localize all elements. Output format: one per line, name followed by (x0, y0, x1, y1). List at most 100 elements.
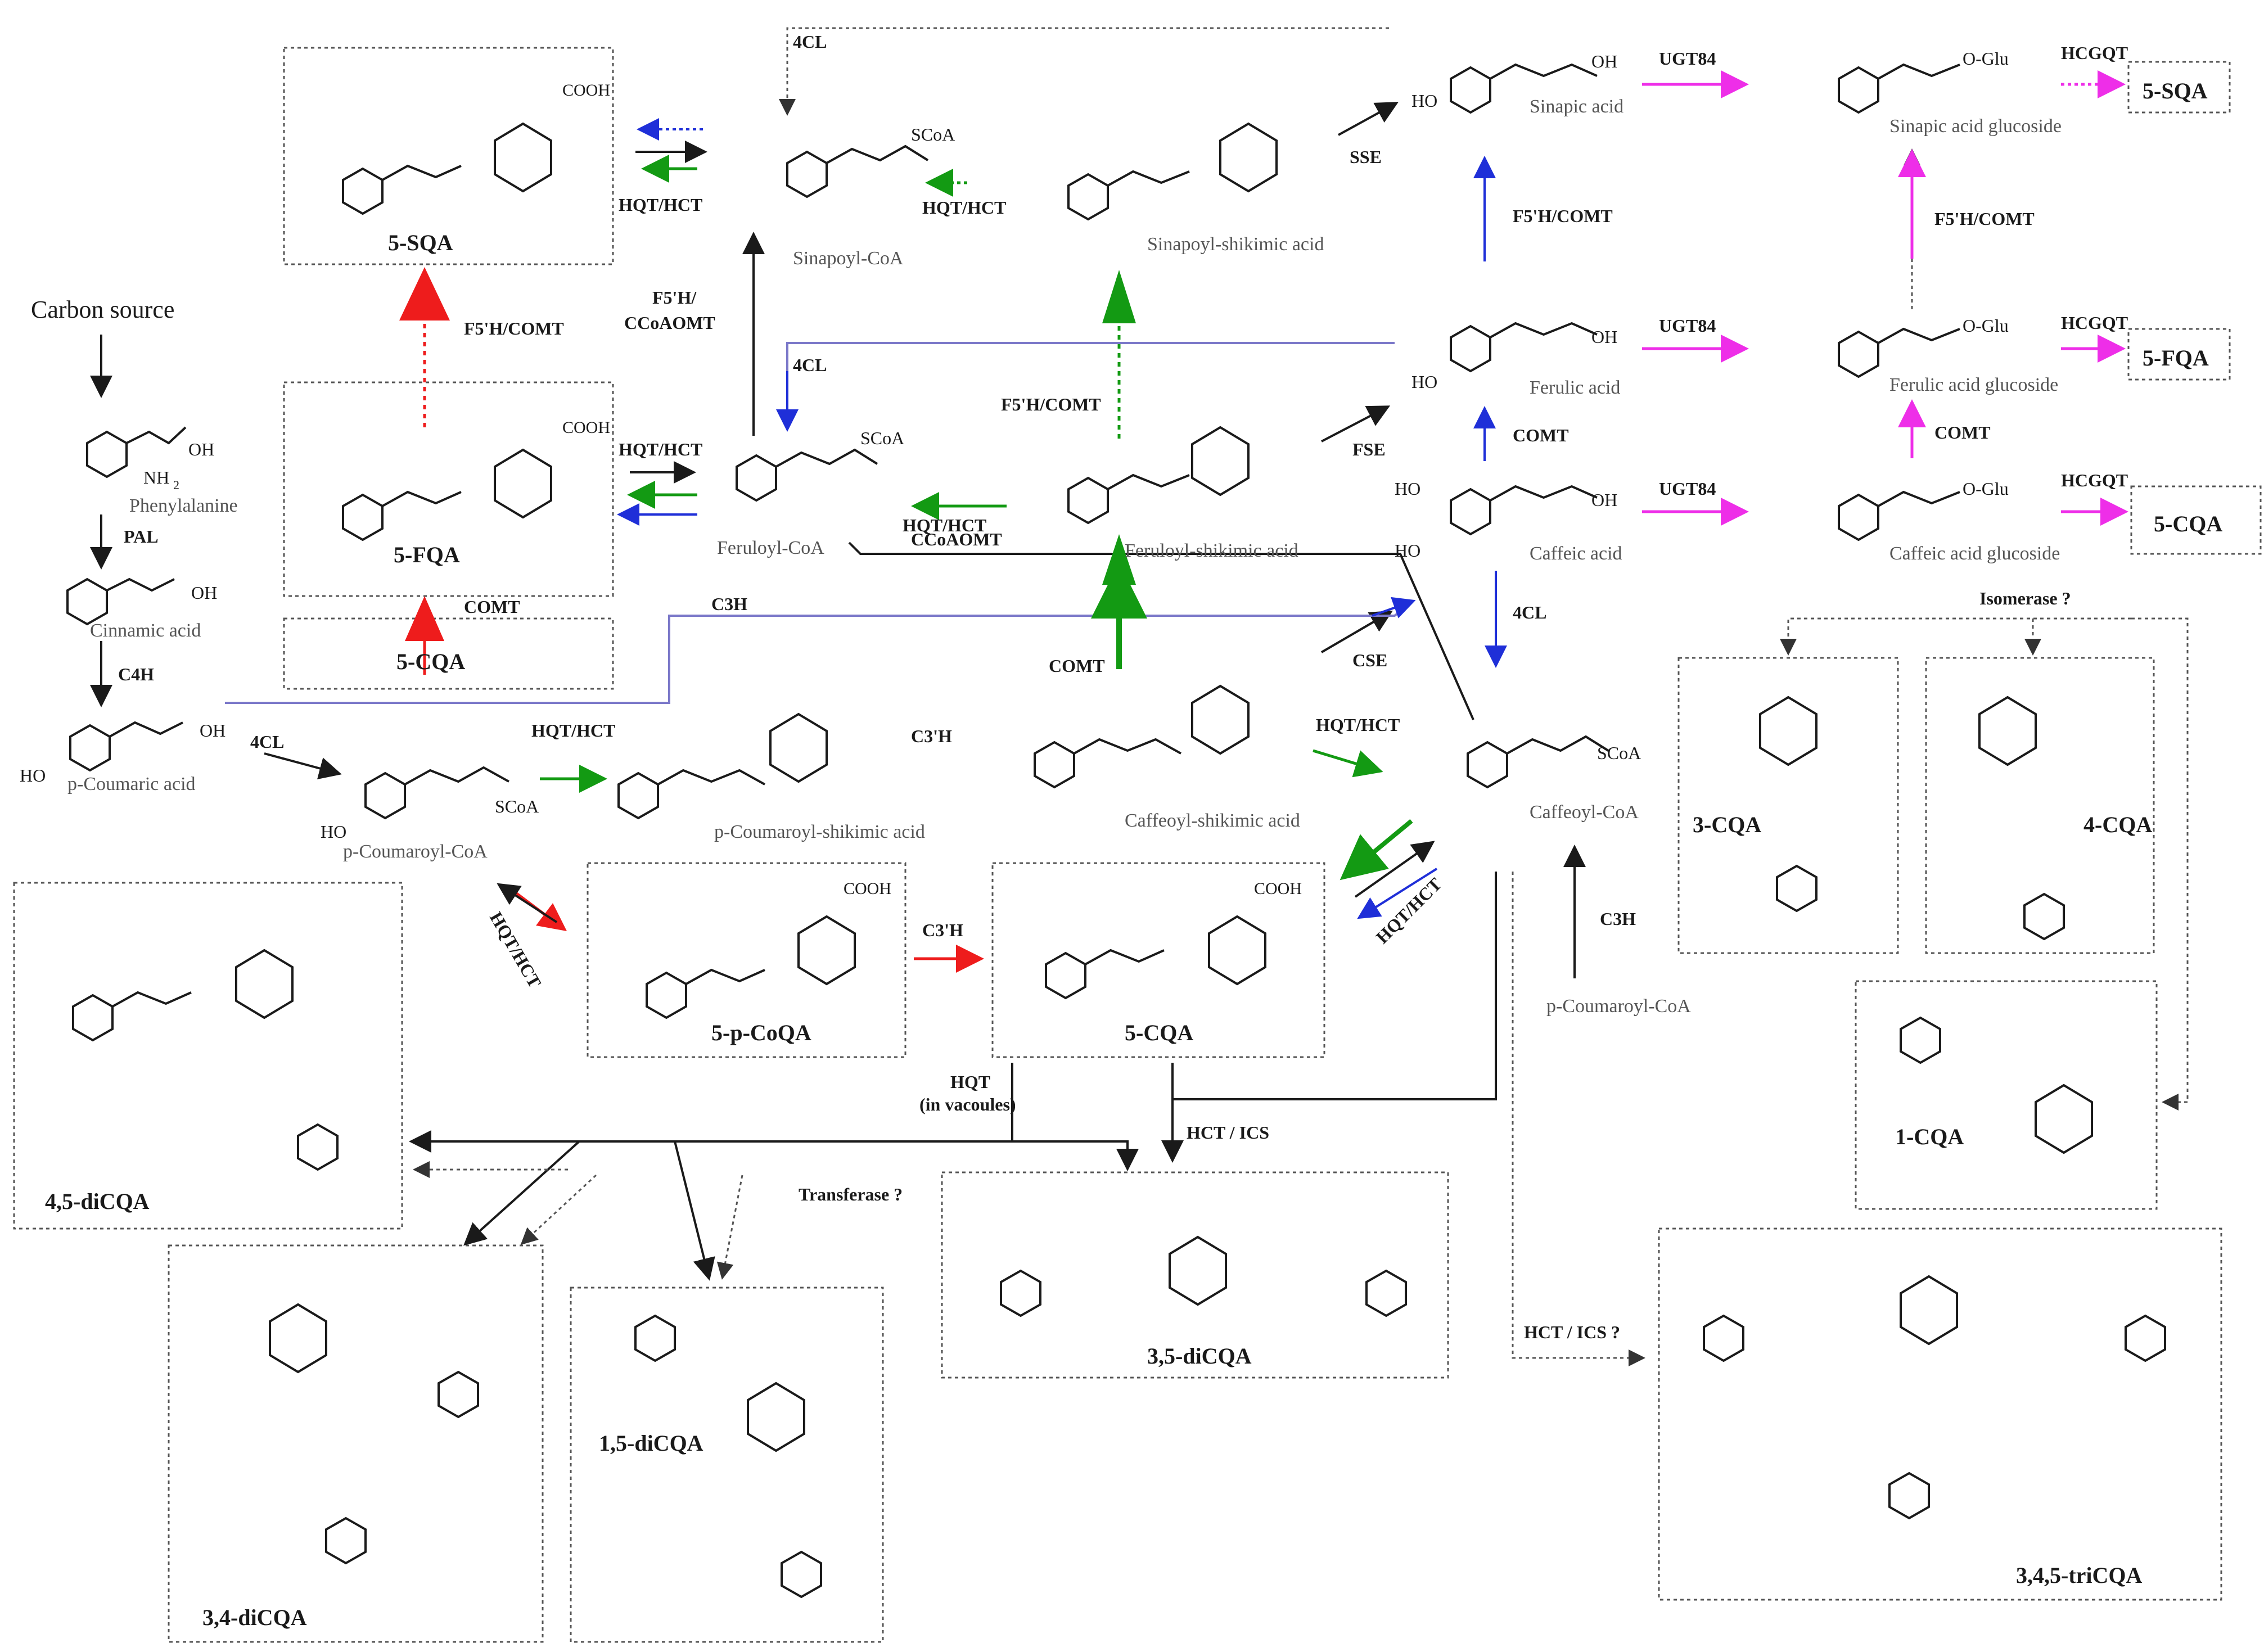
fqa-ring (342, 493, 384, 541)
enzyme-hqt-hct-f: HQT/HCT (1316, 715, 1400, 735)
compound-feruloyl-coa: Feruloyl-CoA (717, 538, 824, 558)
enzyme-hqt-hct-e: HQT/HCT (531, 720, 615, 741)
group-scoa-coumaroyl: SCoA (495, 796, 539, 816)
caffeoyl-shikimic-ring (1034, 741, 1075, 789)
group-cooh-pcoqa: COOH (844, 879, 891, 898)
group-ho-caffeic-2: HO (1395, 540, 1420, 561)
dicqa45-ring-a (72, 994, 114, 1042)
box-5-cqa-right (2130, 485, 2262, 555)
enzyme-f5h-comt-c: F5'H/COMT (1513, 206, 1613, 226)
p-coumaroyl-coa-ring (364, 771, 406, 820)
cqa-main-quinic (1208, 915, 1266, 986)
caffeic-glc-ring (1838, 493, 1879, 541)
cinnamic-ring (66, 577, 108, 626)
enzyme-f5h-ccoaomt-1: F5'H/ (652, 287, 697, 308)
sinapoyl-shikimic-cyclohex (1219, 122, 1278, 193)
arrow-dotted-dicqa34 (520, 1174, 597, 1245)
group-oglu-caffeic: O-Glu (1963, 479, 2009, 499)
group-oh-caffeic: OH (1591, 490, 1617, 510)
enzyme-4cl-c: 4CL (793, 355, 827, 375)
box-3-4-5-tricqa (1658, 1227, 2222, 1601)
enzyme-comt-a: COMT (464, 597, 520, 617)
label-5-cqa-small: 5-CQA (396, 649, 465, 674)
ferulic-glc-ring (1838, 330, 1879, 378)
tricqa-ring-a (1703, 1314, 1744, 1362)
group-scoa-feruloyl: SCoA (860, 428, 904, 448)
arrow-blue-hqt-caffeoylcoa-cqa (1357, 868, 1438, 919)
box-5-cqa-small (283, 617, 614, 690)
cqa1-ring (1900, 1016, 1941, 1064)
group-oh-sinapic: OH (1591, 51, 1617, 71)
enzyme-f5h-comt-a: F5'H/COMT (464, 318, 564, 338)
label-5-fqa: 5-FQA (394, 542, 460, 567)
compound-caffeoyl-shikimic: Caffeoyl-shikimic acid (1125, 810, 1300, 831)
group-oglu-sinapic: O-Glu (1963, 48, 2009, 69)
box-5-p-coqa (587, 862, 906, 1058)
carbon-source-label: Carbon source (31, 296, 174, 323)
enzyme-hqt-vacuole-2: (in vacoules) (919, 1094, 1016, 1114)
group-scoa-sinapoyl: SCoA (911, 124, 955, 145)
enzyme-hcgqt-c: HCGQT (2061, 470, 2128, 490)
compound-sinapic: Sinapic acid (1530, 96, 1623, 117)
enzyme-sse: SSE (1350, 147, 1382, 167)
dicqa35-ring-b (1365, 1269, 1407, 1317)
box-5-cqa-main (991, 862, 1325, 1058)
sqa-top-ring (342, 167, 384, 215)
enzyme-c3h-a: C3'H (911, 726, 952, 746)
group-nh2-sub: 2 (173, 478, 179, 492)
box-5-sqa-top (283, 47, 614, 265)
box-4-cqa (1925, 657, 2155, 954)
dicqa34-ring-a (438, 1370, 479, 1419)
group-cooh-fqa: COOH (562, 418, 610, 437)
group-ho-ferulic: HO (1411, 372, 1437, 392)
arrow-to-dicqa34 (463, 1140, 580, 1246)
label-4-5-dicqa: 4,5-diCQA (45, 1189, 150, 1214)
enzyme-hqt-vacuole-1: HQT (950, 1072, 990, 1092)
feruloyl-shikimic-ring (1067, 476, 1109, 525)
compound-feruloyl-shikimic: Feruloyl-shikimic acid (1125, 540, 1298, 561)
label-5-sqa-top: 5-SQA (388, 230, 453, 255)
group-nh2: NH (143, 467, 169, 488)
group-ho-coumaric: HO (20, 765, 46, 786)
arrow-sse (1338, 102, 1399, 136)
enzyme-c4h: C4H (118, 664, 154, 684)
enzyme-hqt-hct-d: HQT/HCT (903, 515, 986, 535)
arrow-black-hqt-coumaroylcoa-back (497, 883, 558, 923)
label-5-fqa-right: 5-FQA (2143, 345, 2209, 371)
feruloyl-shikimic-cyclohex (1191, 426, 1250, 496)
enzyme-hqt-hct-g: HQT/HCT (486, 909, 545, 991)
c3h-to-feruloylcoa-line (848, 541, 1474, 720)
label-5-cqa-main: 5-CQA (1125, 1020, 1193, 1045)
sinapoyl-coa-ring (786, 150, 828, 198)
label-1-5-dicqa: 1,5-diCQA (599, 1430, 703, 1456)
arrow-blue-c3h-caffeic (1372, 597, 1416, 619)
compound-phenylalanine: Phenylalanine (129, 495, 238, 516)
enzyme-hcgqt-a: HCGQT (2061, 43, 2128, 63)
arrow-hqt-cqa-caffeoylcoa (1354, 841, 1435, 898)
enzyme-comt-b: COMT (1049, 656, 1105, 676)
label-3-cqa: 3-CQA (1693, 812, 1761, 837)
dicqa15-ring-b (781, 1550, 822, 1599)
arrow-dotted-isomerase-3cqa (1780, 617, 2131, 656)
cqa3-ring (1776, 864, 1817, 913)
group-cooh-sqa: COOH (562, 81, 610, 100)
dicqa35-quinic (1169, 1235, 1227, 1306)
arrowhead-green-f5h (1102, 270, 1136, 323)
label-3-5-dicqa: 3,5-diCQA (1147, 1343, 1252, 1369)
hqt-vacuole-line-right (1012, 1140, 1129, 1161)
group-cooh-phe: OH (188, 439, 214, 459)
arrow-green-caffeoylcoa-to-cqa (1340, 819, 1413, 881)
cqa3-quinic (1759, 696, 1817, 766)
fqa-quinic (494, 448, 552, 519)
enzyme-4cl-b: 4CL (793, 31, 827, 52)
tricqa-ring-b (2125, 1314, 2166, 1362)
cqa-main-ring (1045, 951, 1086, 1000)
compound-caffeoyl-coa: Caffeoyl-CoA (1530, 802, 1639, 823)
box-5-fqa (283, 381, 614, 597)
dicqa45-quinic (235, 949, 294, 1019)
arrow-dotted-4cl-sinapoyl (779, 27, 1389, 116)
group-ho-caffeic-1: HO (1395, 479, 1420, 499)
arrow-cse (1320, 610, 1393, 653)
enzyme-f5h-comt-d: F5'H/COMT (1934, 209, 2035, 229)
